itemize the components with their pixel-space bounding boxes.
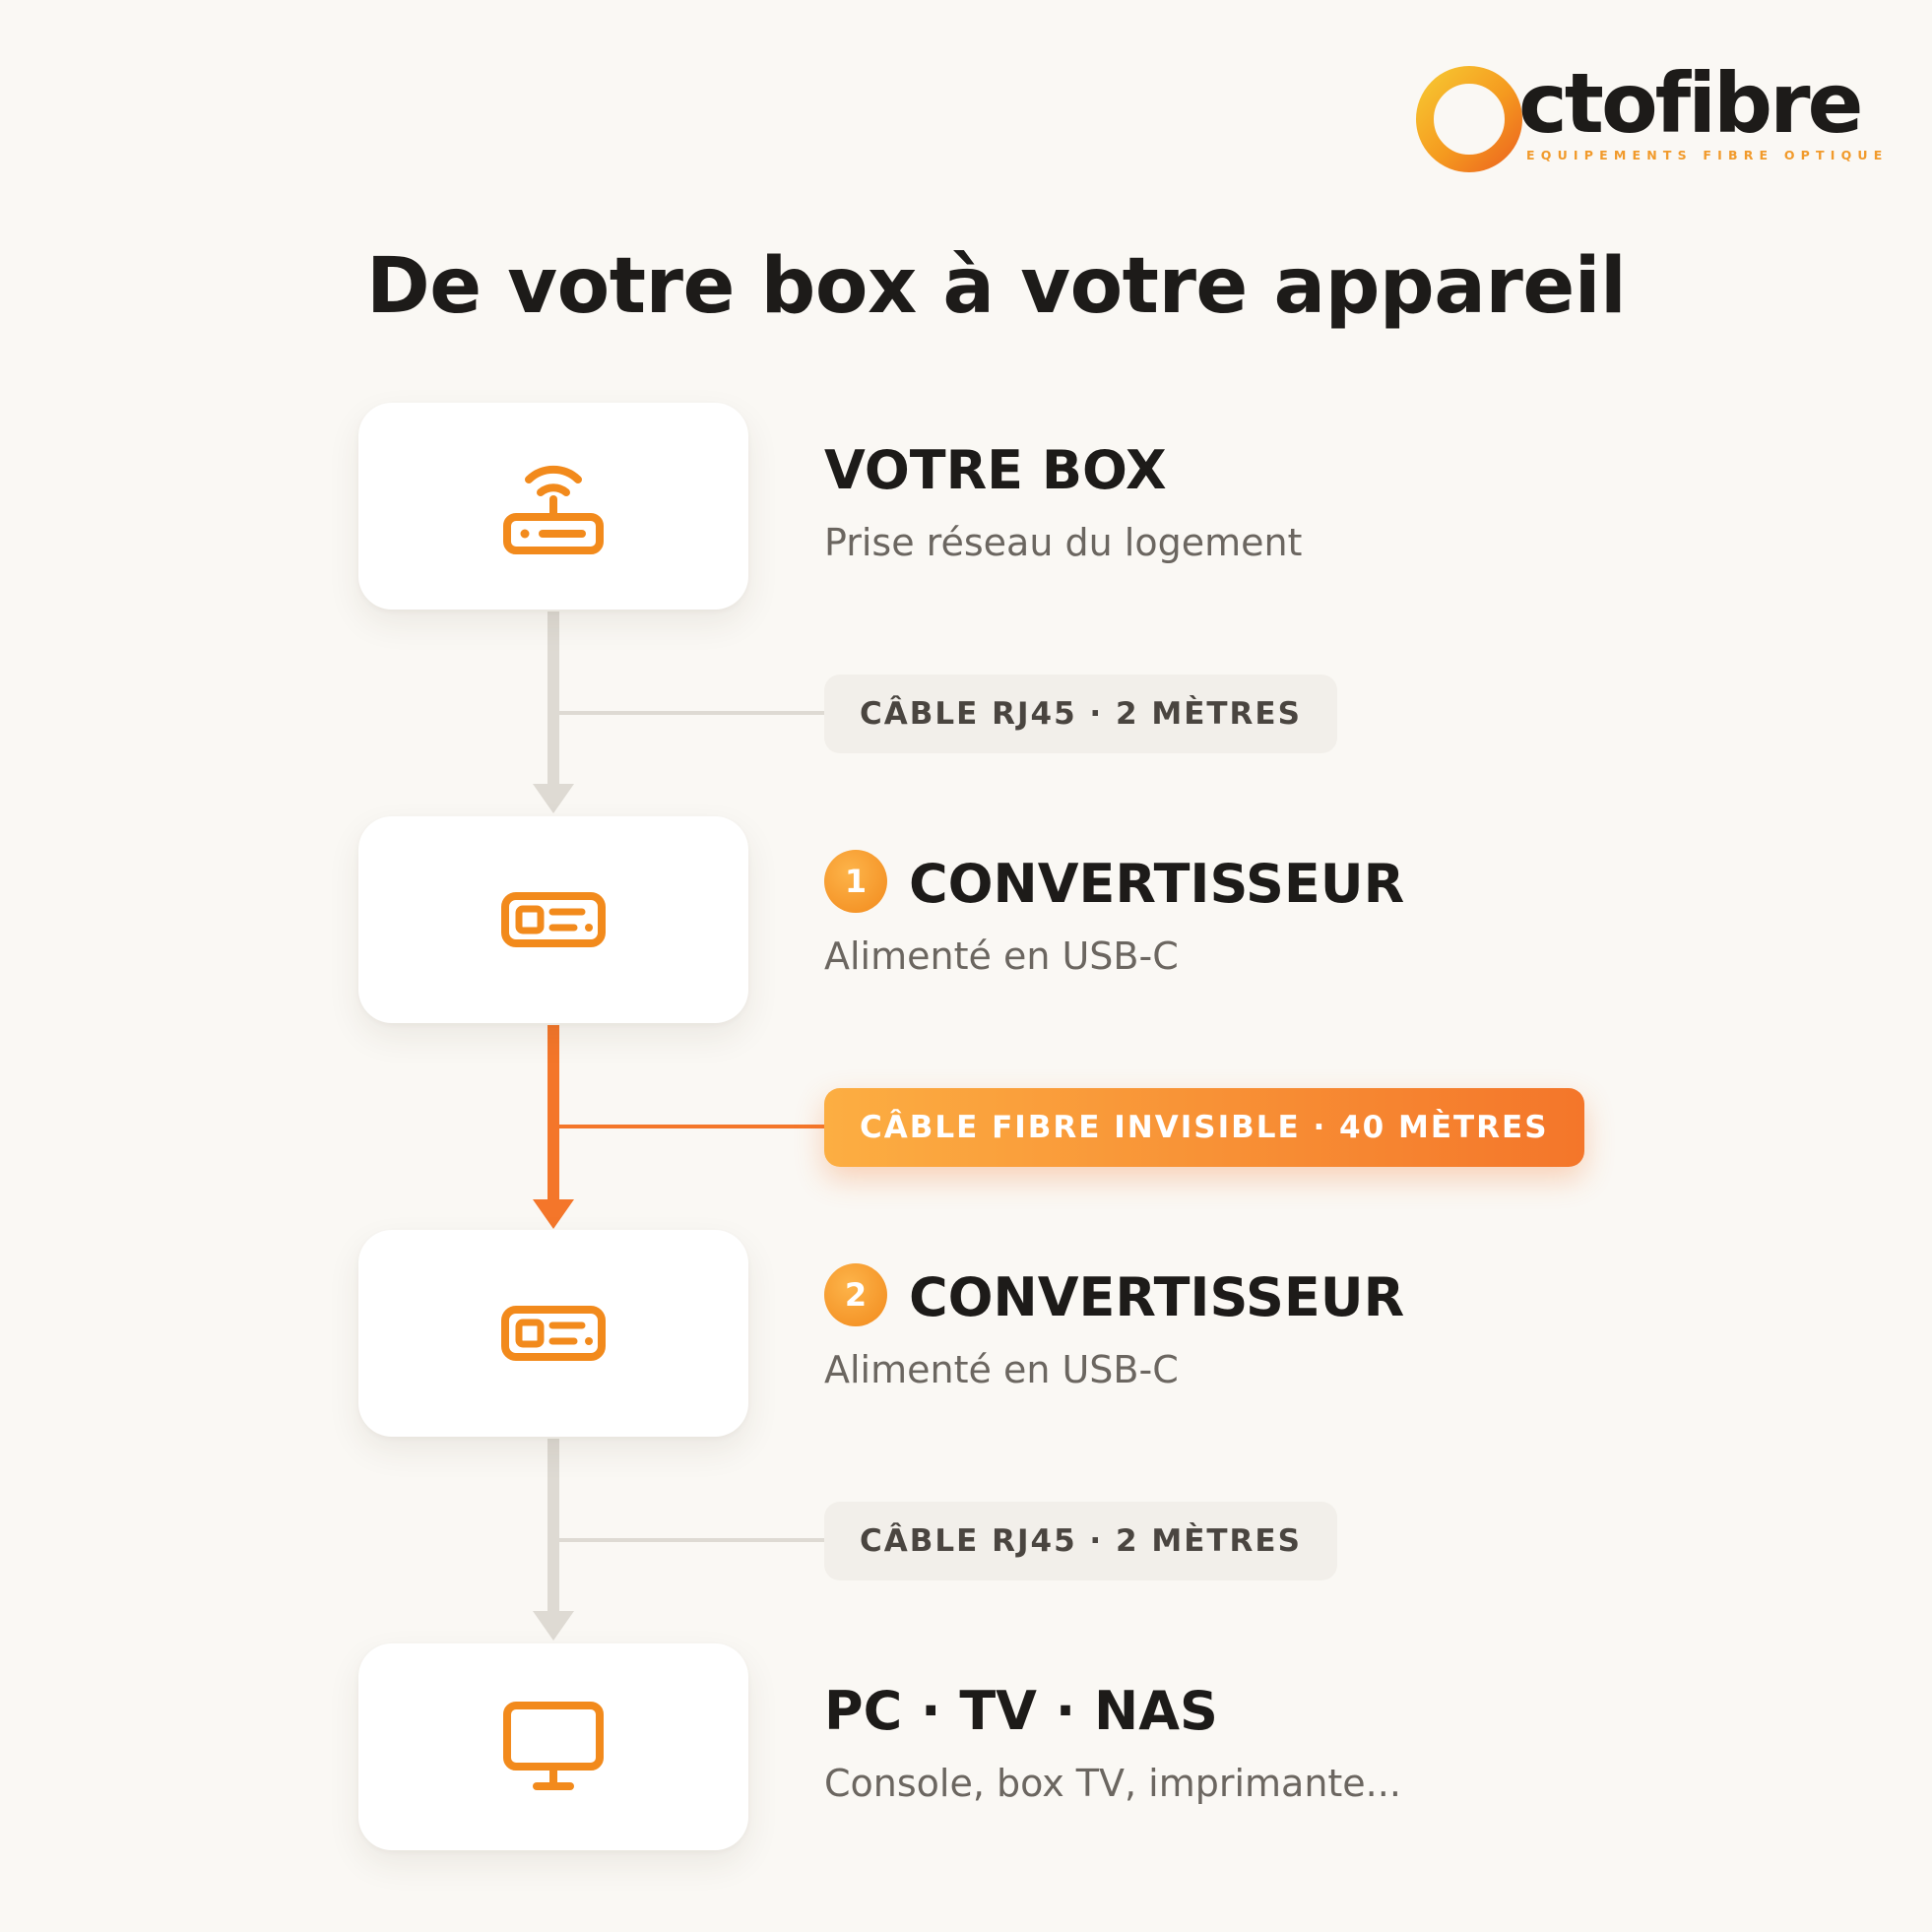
step-title-text: CONVERTISSEUR — [909, 853, 1405, 915]
step-title-converter-2: 2 CONVERTISSEUR — [824, 1263, 1405, 1332]
connector-1 — [533, 612, 824, 813]
connector-2 — [533, 1025, 824, 1229]
step-card-box — [358, 403, 748, 610]
logo-ring-icon — [1416, 66, 1522, 172]
connector-3 — [533, 1439, 824, 1641]
step-subtitle-device: Console, box TV, imprimante... — [824, 1762, 1401, 1805]
step-card-converter-2 — [358, 1230, 748, 1437]
converter-icon — [501, 892, 606, 947]
step-number-badge: 2 — [824, 1263, 887, 1327]
arrow-down-icon — [533, 784, 574, 813]
cable-label-rj45-2: CÂBLE RJ45 · 2 MÈTRES — [824, 1502, 1337, 1580]
arrow-down-icon — [533, 1611, 574, 1641]
step-number-badge: 1 — [824, 850, 887, 914]
cable-label-fibre: CÂBLE FIBRE INVISIBLE · 40 MÈTRES — [824, 1088, 1584, 1167]
page-title: De votre box à votre appareil — [366, 242, 1627, 331]
logo-tagline: EQUIPEMENTS FIBRE OPTIQUE — [1526, 148, 1889, 162]
step-title-converter-1: 1 CONVERTISSEUR — [824, 850, 1405, 919]
step-subtitle-converter-1: Alimenté en USB-C — [824, 934, 1179, 978]
step-title-box: VOTRE BOX — [824, 439, 1167, 501]
converter-icon — [501, 1306, 606, 1361]
step-subtitle-box: Prise réseau du logement — [824, 521, 1303, 564]
step-title-device: PC · TV · NAS — [824, 1680, 1218, 1742]
step-card-converter-1 — [358, 816, 748, 1023]
step-card-device — [358, 1643, 748, 1850]
router-icon — [503, 465, 604, 554]
cable-label-rj45-1: CÂBLE RJ45 · 2 MÈTRES — [824, 675, 1337, 753]
brand-logo: ctofibre EQUIPEMENTS FIBRE OPTIQUE — [1408, 55, 1882, 179]
arrow-down-icon — [533, 1199, 574, 1229]
monitor-icon — [503, 1702, 604, 1790]
step-subtitle-converter-2: Alimenté en USB-C — [824, 1348, 1179, 1391]
step-title-text: CONVERTISSEUR — [909, 1266, 1405, 1328]
logo-wordmark: ctofibre — [1518, 55, 1864, 152]
